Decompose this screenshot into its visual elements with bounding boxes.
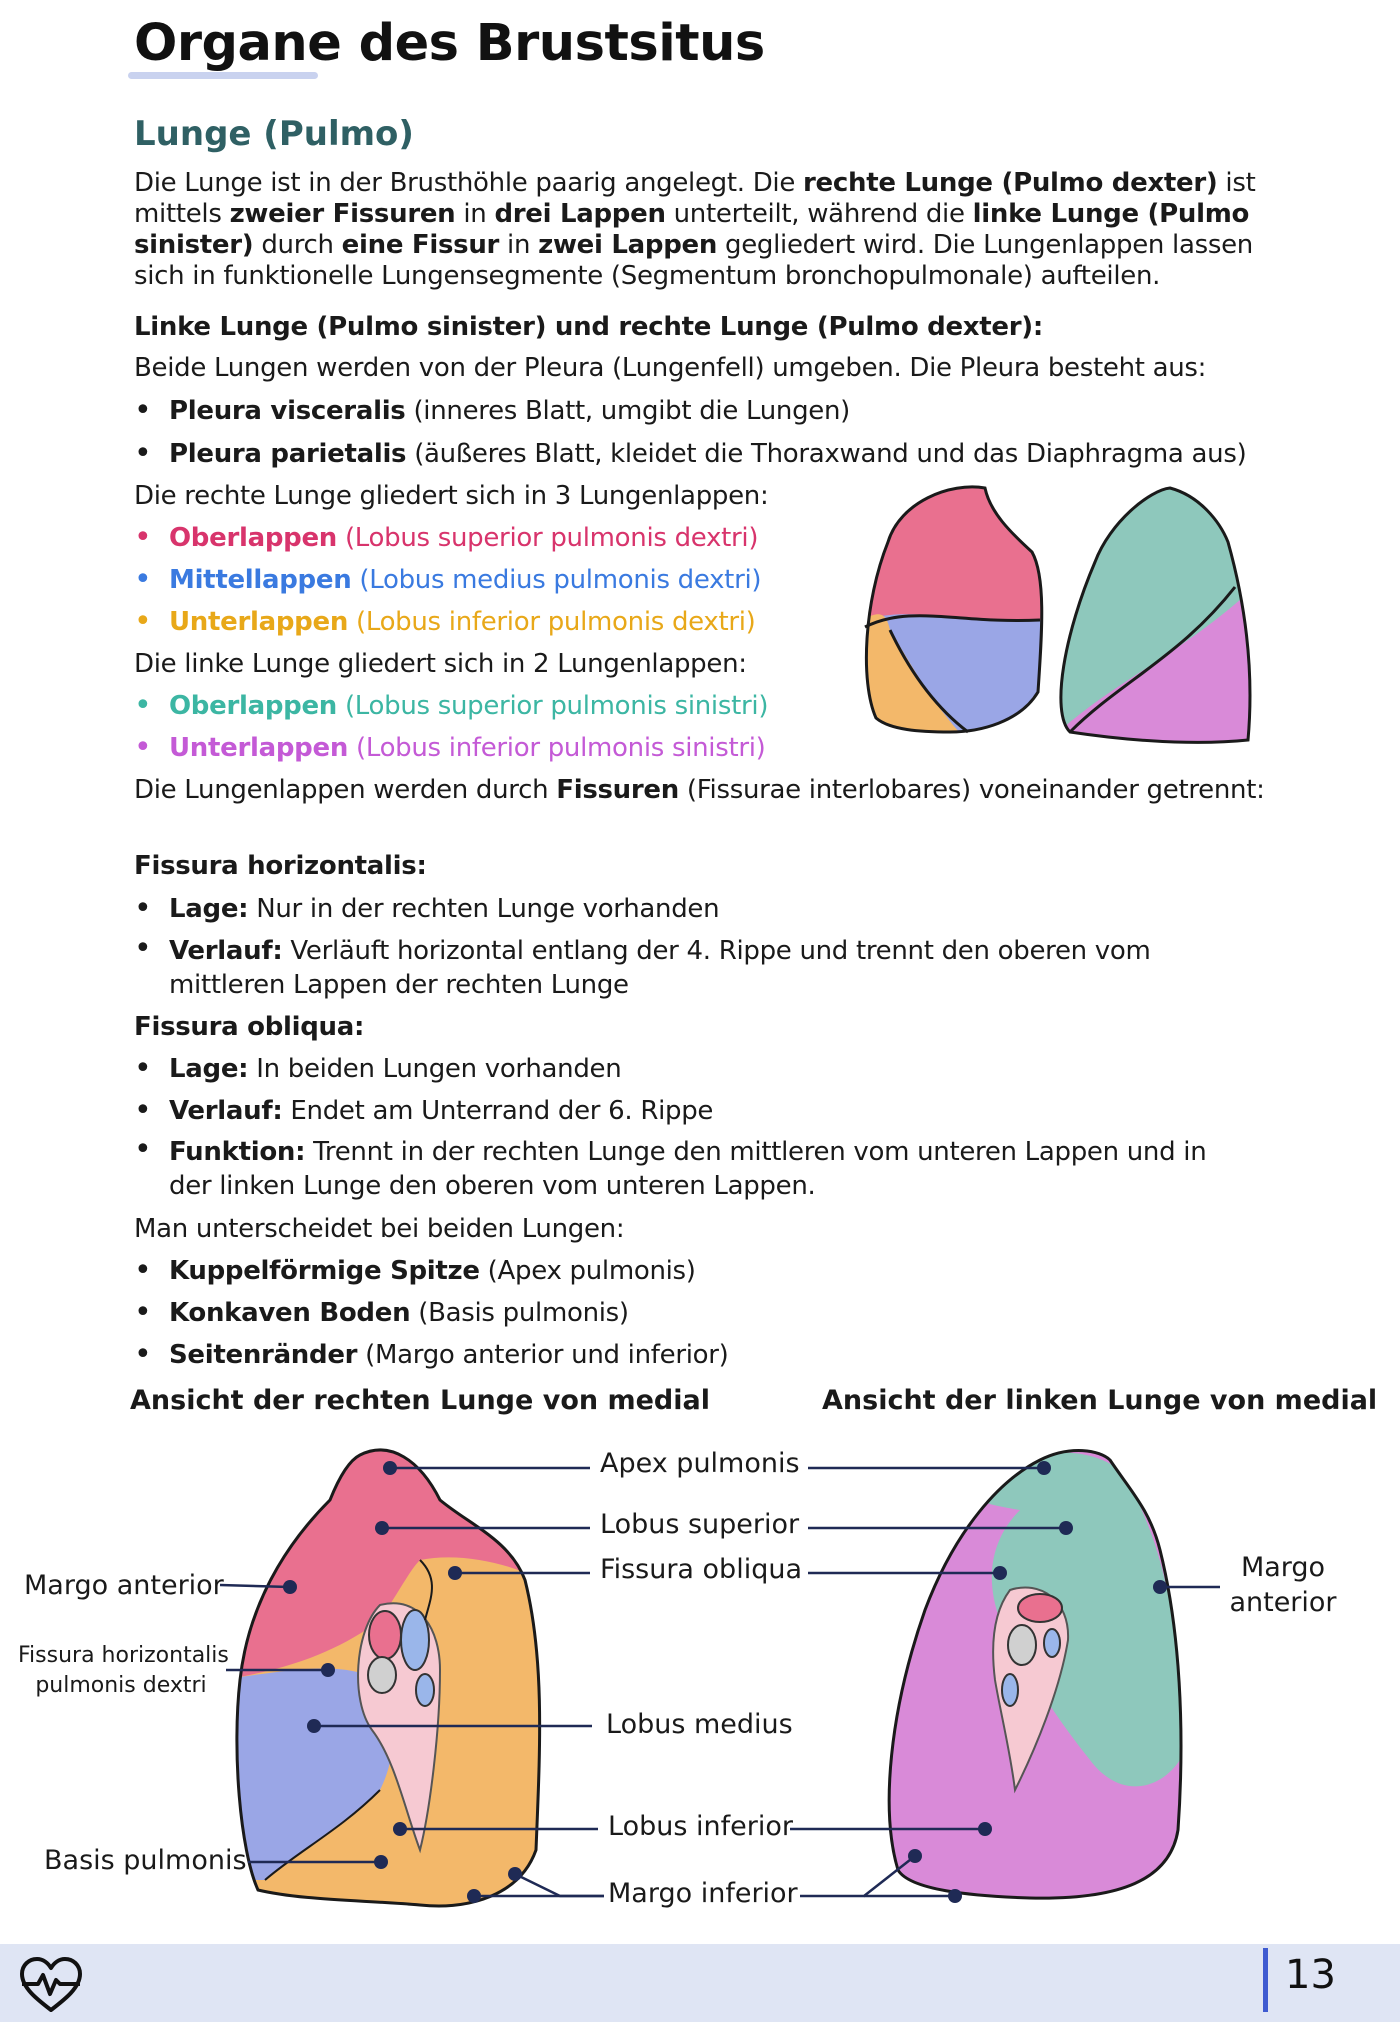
bullet-dot: • [134,1093,152,1128]
left-upper-lobe-area [960,1452,1181,1787]
bullet-dot: • [134,1051,152,1086]
left-lung-medial [889,1450,1181,1899]
bullet-dot: • [134,520,152,555]
label-margo-anterior-right: Margo anterior [24,1570,224,1601]
label-lobus-medius: Lobus medius [606,1709,793,1740]
subheading-lungs: Linke Lunge (Pulmo sinister) und rechte … [134,312,1043,342]
right-lung-intro: Die rechte Lunge gliedert sich in 3 Lung… [134,481,769,511]
vessel-shape [1001,1673,1019,1707]
vessel-shape [400,1609,430,1671]
intro-text: unterteilt, während die [665,199,973,229]
list-item: •Oberlappen (Lobus superior pulmonis sin… [134,688,769,723]
list-item: •Pleura visceralis (inneres Blatt, umgib… [134,393,850,428]
list-item: •Seitenränder (Margo anterior und inferi… [134,1337,729,1372]
label-basis-pulmonis: Basis pulmonis [44,1845,247,1876]
intro-text: gegliedert wird. Die Lungenlappen lassen… [134,230,1253,291]
intro-text: in [455,199,495,229]
left-lung-small [1060,488,1250,743]
vessel-shape [1043,1628,1061,1658]
list-item: •Kuppelförmige Spitze (Apex pulmonis) [134,1253,696,1288]
fissure-line [419,1559,433,1621]
bullet-dot: • [134,562,152,597]
bullet-dot: • [134,1132,152,1167]
label-apex-pulmonis: Apex pulmonis [600,1448,800,1479]
bullet-dot: • [134,393,152,428]
list-item: •Mittellappen (Lobus medius pulmonis dex… [134,562,762,597]
right-lung-outline [864,485,1044,734]
marker-dots-right [283,1461,522,1903]
list-item: •Oberlappen (Lobus superior pulmonis dex… [134,520,759,555]
bullet-dot: • [134,604,152,639]
pleura-intro: Beide Lungen werden von der Pleura (Lung… [134,353,1207,383]
fissure-line [888,629,969,734]
list-item: •Lage: Nur in der rechten Lunge vorhande… [134,891,720,926]
distinguish-intro: Man unterscheidet bei beiden Lungen: [134,1214,625,1244]
fissure-line [864,614,1041,629]
intro-bold: linke Lunge (Pulmo sinister) [134,199,1250,260]
intro-text: ist mittels [134,168,1256,229]
list-item: •Pleura parietalis (äußeres Blatt, kleid… [134,436,1247,471]
view-left-title: Ansicht der linken Lunge von medial [822,1385,1378,1416]
label-margo-inferior: Margo inferior [608,1878,798,1909]
bullet-dot: • [134,1295,152,1330]
intro-text: durch [253,230,342,260]
list-item: •Unterlappen (Lobus inferior pulmonis si… [134,730,766,765]
bullet-dot: • [134,1253,152,1288]
intro-text: in [499,230,539,260]
list-item: •Verlauf: Verläuft horizontal entlang de… [134,931,1151,1001]
bronchus-shape [367,1656,397,1694]
lobes-illustration [864,485,1252,744]
intro-bold: zweier Fissuren [229,199,456,229]
left-lower-lobe-shape [1060,582,1250,743]
right-middle-lobe-area [236,1668,394,1880]
view-right-title: Ansicht der rechten Lunge von medial [130,1385,710,1416]
page-title: Organe des Brustsitus [134,14,765,73]
heart-pulse-icon [20,1957,82,2012]
left-lung-medial-outline [887,1449,1183,1900]
title-underline [128,72,318,79]
list-item: •Lage: In beiden Lungen vorhanden [134,1051,622,1086]
fissures-intro: Die Lungenlappen werden durch Fissuren (… [134,775,1265,805]
list-item: •Konkaven Boden (Basis pulmonis) [134,1295,629,1330]
left-lung-outline [1059,486,1252,744]
heading-fissura-obliqua: Fissura obliqua: [134,1012,365,1042]
bullet-dot: • [134,436,152,471]
vessel-shape [368,1610,402,1660]
bronchus-shape [1007,1624,1037,1666]
list-item: •Funktion: Trennt in der rechten Lunge d… [134,1132,1207,1202]
label-lobus-superior: Lobus superior [600,1509,800,1540]
bullet-dot: • [134,891,152,926]
intro-text: Die Lunge ist in der Brusthöhle paarig a… [134,168,804,198]
bullet-dot: • [134,931,152,966]
list-item: •Unterlappen (Lobus inferior pulmonis de… [134,604,756,639]
vessel-shape [1017,1593,1063,1623]
label-fissura-obliqua: Fissura obliqua [600,1554,802,1585]
section-title: Lunge (Pulmo) [134,114,414,154]
marker-dots-left [908,1461,1167,1903]
vessel-shape [415,1673,435,1707]
page-number-accent [1263,1948,1268,2012]
leader-lines-left [790,1466,1220,1898]
intro-bold: rechte Lunge (Pulmo dexter) [803,168,1218,198]
label-lobus-inferior: Lobus inferior [608,1811,793,1842]
medial-views-diagram [219,1448,1220,1908]
intro-bold: zwei Lappen [538,230,718,260]
footer-bar [0,1944,1400,2022]
bullet-dot: • [134,688,152,723]
leader-lines-right [219,1466,604,1898]
page-number: 13 [1285,1952,1336,1998]
bullet-dot: • [134,730,152,765]
fissure-line [1068,586,1237,734]
intro-paragraph: Die Lunge ist in der Brusthöhle paarig a… [134,168,1274,292]
list-item: •Verlauf: Endet am Unterrand der 6. Ripp… [134,1093,714,1128]
intro-bold: eine Fissur [341,230,500,260]
intro-bold: drei Lappen [494,199,666,229]
left-lung-intro: Die linke Lunge gliedert sich in 2 Lunge… [134,649,747,679]
heading-fissura-horizontalis: Fissura horizontalis: [134,851,427,881]
fissure-line [264,1789,381,1881]
right-lower-lobe-shape [866,614,970,732]
bullet-dot: • [134,1337,152,1372]
